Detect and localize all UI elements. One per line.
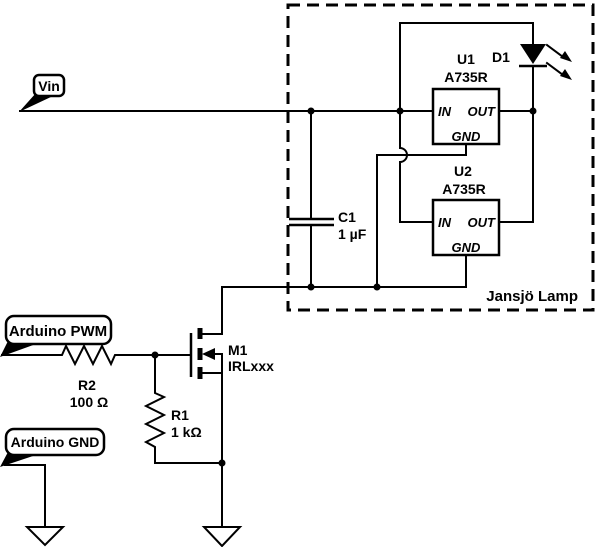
arduino-gnd-wire <box>4 464 46 528</box>
junction-gate-r1 <box>151 351 159 359</box>
m1-body-arrow <box>202 348 215 360</box>
c1-value-label: 1 µF <box>338 226 367 242</box>
labels: U1 A735R IN OUT GND U2 A735R IN OUT GND … <box>70 49 578 440</box>
junction-c1-return <box>307 283 315 291</box>
c1-capacitor-icon <box>289 217 334 227</box>
ground-symbol-right <box>201 526 243 547</box>
u2-part-label: A735R <box>442 181 486 197</box>
junction-r1-source <box>218 459 226 467</box>
junction-vin-branch <box>396 107 404 115</box>
r1-branch-wire <box>143 354 223 464</box>
d1-emission-arrow-1 <box>545 43 565 59</box>
u2-pin-gnd-label: GND <box>452 240 482 255</box>
junction-dots <box>151 107 537 467</box>
u1-gnd-return-wire <box>376 143 467 288</box>
vin-flag-label: Vin <box>38 78 60 94</box>
u1-ref-label: U1 <box>457 51 475 67</box>
lamp-box-label: Jansjö Lamp <box>486 288 578 305</box>
u1-pin-in-label: IN <box>438 104 452 119</box>
r2-ref-label: R2 <box>78 377 96 393</box>
u1-box <box>431 87 501 146</box>
lamp-return-rail-wire <box>221 286 467 335</box>
vin-flag-bubble <box>32 73 66 98</box>
u1-pin-gnd-label: GND <box>452 129 482 144</box>
m1-body-stub <box>211 353 223 374</box>
u2-in-wire-with-hop <box>399 110 434 223</box>
lamp-dashed-box <box>286 3 595 312</box>
arduino-pwm-flag-bubble <box>4 314 113 346</box>
arduino-gnd-flag-label: Arduino GND <box>11 434 100 450</box>
wires <box>1 22 534 528</box>
u2-pin-in-label: IN <box>438 215 452 230</box>
vin-flag: Vin <box>19 73 66 112</box>
r1-value-label: 1 kΩ <box>171 424 202 440</box>
ground-symbol-left <box>24 526 66 547</box>
m1-mosfet-icon <box>189 328 223 379</box>
d1-ref-label: D1 <box>492 49 510 65</box>
arduino-gnd-flag-bubble <box>4 427 106 457</box>
u1-pin-out-label: OUT <box>468 104 497 119</box>
arduino-pwm-flag: Arduino PWM <box>0 314 113 357</box>
d1-led-icon <box>519 43 572 80</box>
m1-ref-label: M1 <box>228 342 248 358</box>
junction-gnd-return <box>373 283 381 291</box>
r2-value-label: 100 Ω <box>70 394 108 410</box>
u2-box <box>431 198 501 257</box>
m1-part-label: IRLxxx <box>228 358 274 374</box>
d1-emission-arrow-2 <box>545 61 565 77</box>
vin-flag-tail <box>19 93 53 112</box>
junction-out-d1 <box>529 107 537 115</box>
junction-c1-vin <box>307 107 315 115</box>
r1-ref-label: R1 <box>171 407 189 423</box>
arduino-gnd-flag: Arduino GND <box>0 427 106 467</box>
u1-part-label: A735R <box>444 69 488 85</box>
d1-triangle <box>520 44 546 64</box>
d1-cathode-to-u2-out-wire <box>498 65 534 223</box>
u2-pin-out-label: OUT <box>468 215 497 230</box>
top-rail-wire <box>399 22 534 112</box>
pwm-r2-gate-wire <box>1 343 192 367</box>
u2-ref-label: U2 <box>454 163 472 179</box>
d1-emission-arrowhead-1 <box>560 51 572 62</box>
c1-ref-label: C1 <box>338 209 356 225</box>
d1-emission-arrowhead-2 <box>560 69 572 80</box>
arduino-pwm-flag-label: Arduino PWM <box>9 323 107 340</box>
